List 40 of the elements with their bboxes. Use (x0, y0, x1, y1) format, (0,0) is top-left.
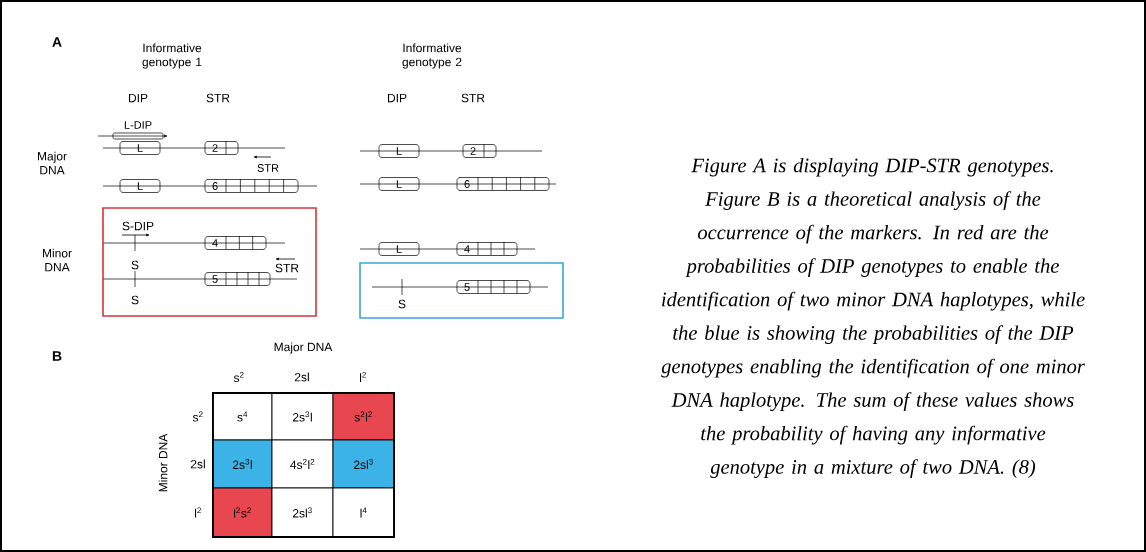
axis-label: Minor DNA (158, 433, 168, 492)
label: DIP (129, 93, 148, 103)
row-heading: Minor DNA (43, 248, 72, 272)
repeat-segment: 2 (462, 143, 497, 158)
repeat-segment: L (119, 141, 161, 155)
repeat-segment: 6 (456, 176, 550, 191)
panel-letter: B (52, 351, 62, 361)
repeat-segment: L (378, 144, 420, 158)
repeat-segment: L (119, 179, 161, 193)
table-cell: 2s$^{3}$l (212, 439, 273, 489)
repeat-segment: 5 (456, 279, 531, 294)
column-heading: Informative genotype 2 (402, 43, 462, 69)
label: Major DNA (274, 342, 333, 354)
label: s$^{2}$ (192, 411, 203, 422)
repeat-segment: 6 (204, 178, 299, 193)
table-cell: l$^{2}$s$^{2}$ (212, 487, 273, 538)
caption: Figure A is displaying DIP-STR genotypes. Figure B is a theoretical analysis of the occurrence of the markers. In red are the probabilities of DIP genotypes to enable the identification of two minor DNA haplotypes, while the blue is showing the probabilities of the DIP genotypes enabling the identification of one minor DNA haplotype. The sum of these values shows the probability of having any informative genotype in a mixture of two DNA. (8) (661, 157, 1085, 479)
label: STR (206, 93, 230, 103)
table-cell: 4s$^{2}$l$^{2}$ (271, 439, 334, 489)
label: l$^{2}$ (360, 372, 366, 382)
primer-label: STR (257, 164, 279, 172)
table-cell: 2sl$^{3}$ (271, 487, 334, 538)
label: 2sl (190, 459, 205, 469)
primer-label: L-DIP (124, 121, 152, 129)
repeat-segment: 4 (456, 241, 518, 256)
label: DIP (388, 93, 407, 103)
repeat-segment: 5 (204, 271, 271, 286)
table-cell: l$^{4}$ (332, 487, 395, 538)
repeat-segment: L (378, 242, 420, 256)
repeat-segment: 4 (204, 235, 267, 250)
repeat-segment: 2 (204, 140, 239, 155)
panel-letter: A (52, 37, 62, 47)
label: 2sl (294, 372, 309, 382)
label: s$^{2}$ (233, 372, 244, 383)
table-cell: 2sl$^{3}$ (332, 439, 395, 489)
label: STR (461, 93, 485, 103)
label: l$^{2}$ (195, 507, 201, 518)
row-heading: Major DNA (38, 151, 67, 175)
repeat-segment: L (378, 177, 420, 191)
column-heading: Informative genotype 1 (142, 43, 202, 69)
